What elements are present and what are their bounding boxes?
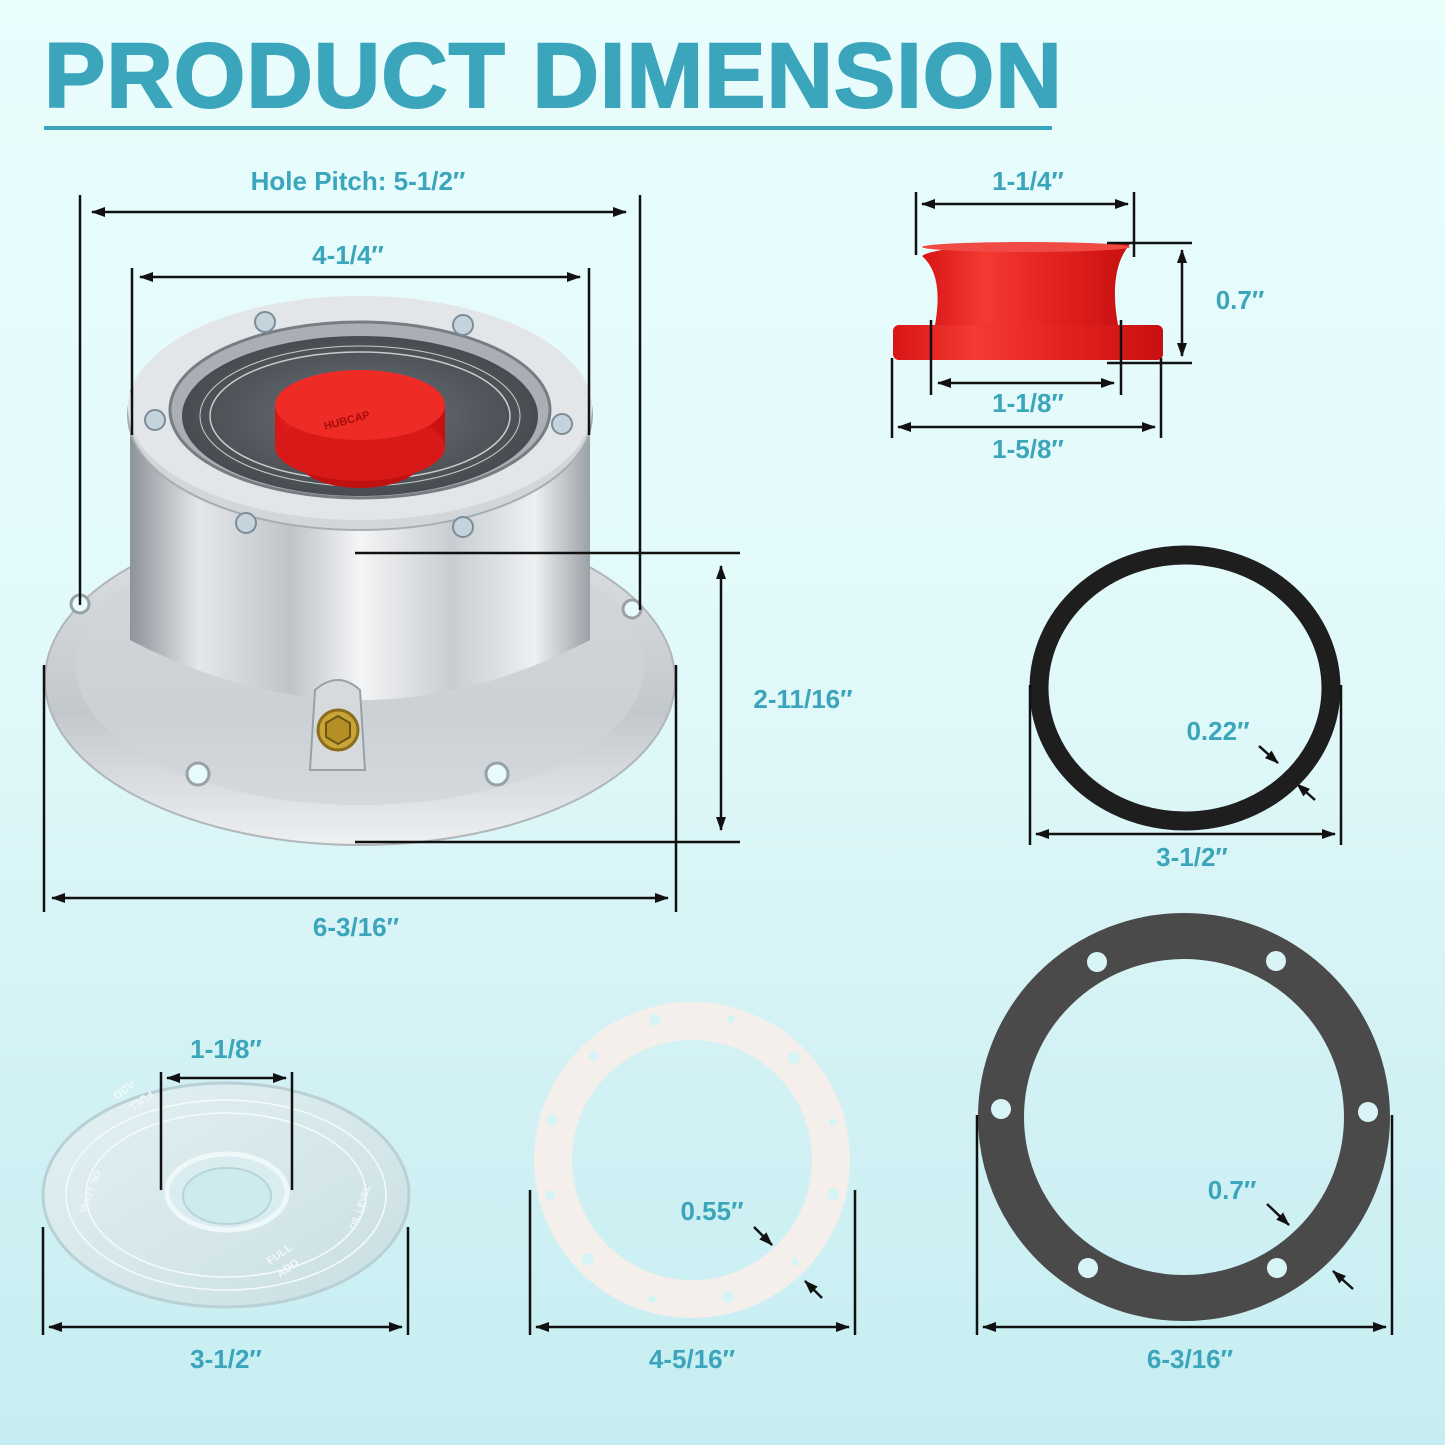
red-plug-dimension-lines: [890, 192, 1192, 438]
cap-diameter-label: 4-1/4″: [312, 240, 384, 270]
window-diameter-label: 3-1/2″: [190, 1344, 262, 1374]
plug-height-label: 0.7″: [1216, 285, 1265, 315]
clear-oil-window: FULL ADD OIL LEVEL FULL ADD OIL LEVEL: [41, 1078, 411, 1309]
page-title: PRODUCT DIMENSION: [43, 25, 1063, 127]
hole-pitch-label: Hole Pitch: 5-1/2″: [251, 166, 466, 196]
paper-gasket: [534, 1002, 850, 1318]
red-plug: [893, 242, 1163, 360]
plug-top-diameter-label: 1-1/4″: [992, 166, 1064, 196]
title-underline: [44, 126, 1052, 130]
plug-inner-diameter-label: 1-1/8″: [992, 388, 1064, 418]
flat-gasket-dimension-lines: [975, 1115, 1394, 1335]
clear-window-dimension-lines: [41, 1072, 410, 1335]
o-ring-dimension-lines: [1028, 685, 1343, 845]
o-ring: [1029, 545, 1341, 831]
red-cap: [275, 370, 445, 440]
hubcap-dimension-lines: [42, 195, 740, 912]
plug-flange-diameter-label: 1-5/8″: [992, 434, 1064, 464]
o-ring-thickness-label: 0.22″: [1186, 716, 1249, 746]
hubcap-height-label: 2-11/16″: [753, 684, 852, 714]
paper-gasket-width-label: 0.55″: [680, 1196, 743, 1226]
flat-gasket: [978, 913, 1390, 1321]
flange-bolt-holes: [69, 593, 643, 787]
hubcap-assembly: HUBCAP: [44, 296, 676, 846]
paper-gasket-diameter-label: 4-5/16″: [649, 1344, 735, 1374]
flat-gasket-width-label: 0.7″: [1208, 1175, 1257, 1205]
flat-gasket-diameter-label: 6-3/16″: [1147, 1344, 1233, 1374]
window-hole-diameter-label: 1-1/8″: [190, 1034, 262, 1064]
o-ring-diameter-label: 3-1/2″: [1156, 842, 1228, 872]
ring-screws: [144, 311, 573, 538]
flange-diameter-label: 6-3/16″: [313, 912, 399, 942]
paper-gasket-dimension-lines: [528, 1190, 857, 1335]
